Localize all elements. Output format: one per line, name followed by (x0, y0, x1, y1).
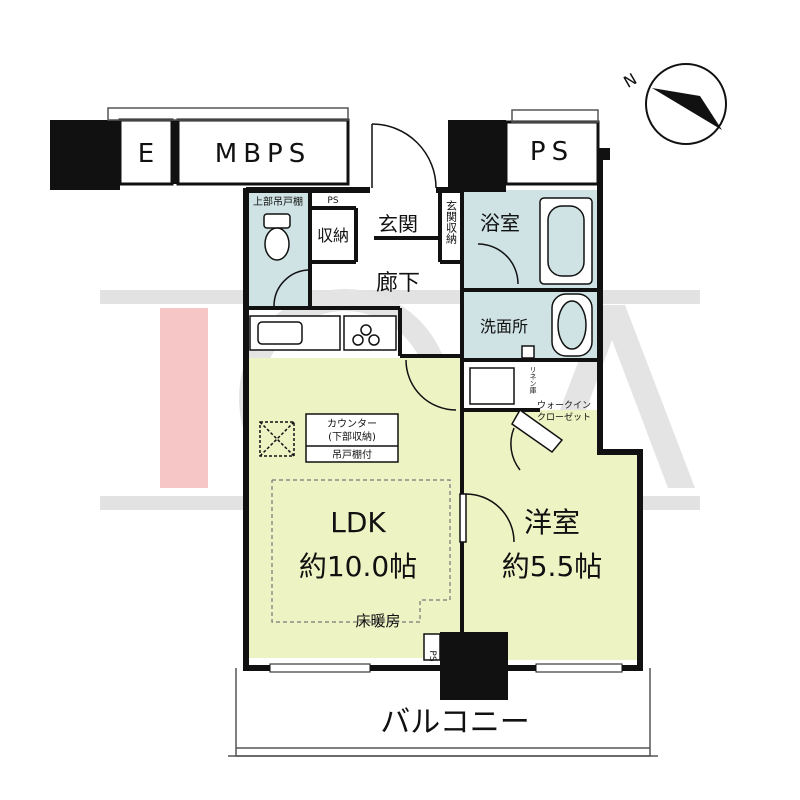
interior-walls (248, 190, 598, 660)
ps-bottom-label: PS (427, 650, 437, 661)
floor-heating-area (271, 479, 451, 623)
compass-north-label: N (620, 69, 640, 91)
ldk-name: LDK (330, 506, 386, 539)
shaft-block-left (50, 107, 350, 190)
ps-small-top-label: PS (327, 196, 338, 206)
counter-label-line3: 吊戸棚付 (332, 448, 372, 461)
kitchen (249, 315, 457, 411)
shaft-bottom (423, 632, 508, 700)
balcony-label: バルコニー (380, 705, 529, 740)
counter-label-line1: カウンター (327, 418, 377, 430)
genkan-storage-label: 玄関収納 (445, 199, 458, 245)
ldk-size: 約10.0帖 (299, 550, 417, 583)
corridor-label: 廊下 (376, 271, 420, 296)
balcony (228, 668, 658, 757)
wic-label-line2: クローゼット (537, 411, 591, 423)
e-label: E (138, 139, 154, 169)
compass: N (620, 63, 727, 145)
western-room-name: 洋室 (524, 506, 580, 539)
floor-heating-label: 床暖房 (355, 612, 400, 630)
genkan-label: 玄関 (378, 212, 418, 236)
entry-door (371, 123, 437, 189)
shuno-label: 収納 (317, 226, 349, 245)
wic-label-line1: ウォークイン (537, 400, 591, 411)
shaft-block-right (448, 109, 610, 192)
mbps-label: MBPS (215, 139, 311, 169)
interior-doors (459, 408, 564, 543)
joubu-todana-label: 上部吊戸棚 (253, 195, 303, 208)
windows (269, 663, 623, 673)
toilet (263, 213, 311, 307)
linen-label: リネン庫 (529, 366, 537, 395)
western-room-size: 約5.5帖 (502, 550, 603, 583)
counter (259, 413, 399, 463)
counter-label-line2: (下部収納) (328, 430, 376, 443)
bath-fixtures (469, 197, 593, 405)
bathroom-label: 浴室 (480, 211, 520, 235)
ps-top-label: PS (530, 137, 574, 167)
washroom-label: 洗面所 (480, 317, 528, 336)
